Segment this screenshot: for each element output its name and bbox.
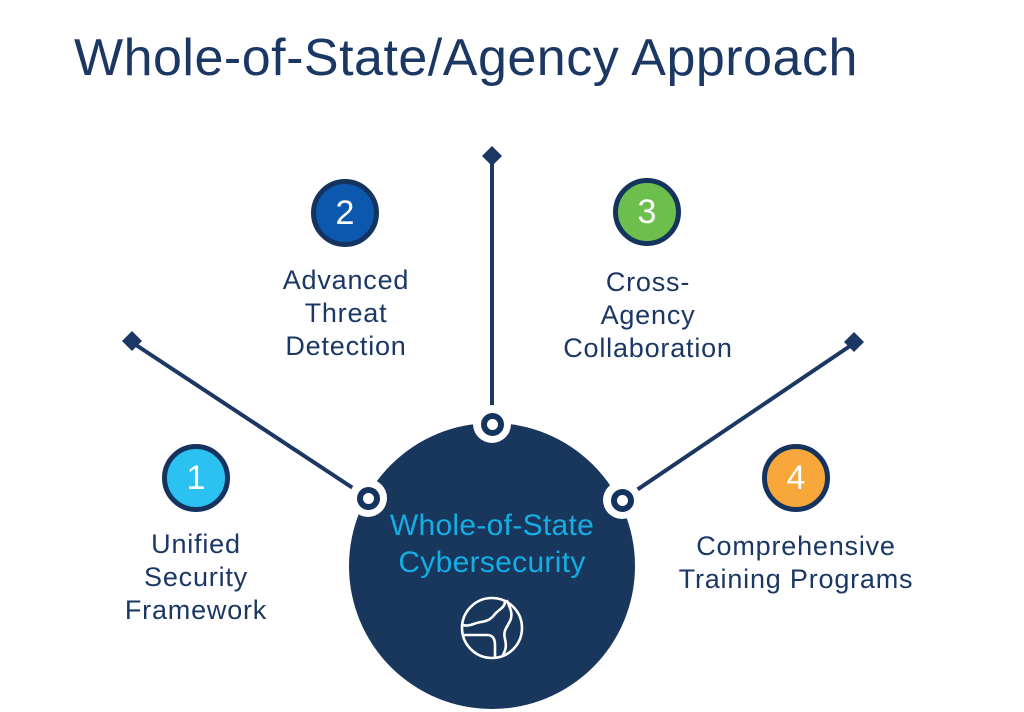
item-label-1: Unified Security Framework	[86, 528, 306, 627]
center-circle: Whole-of-State Cybersecurity	[349, 423, 635, 709]
item-label-2-line2: Threat	[304, 298, 388, 328]
item-label-2-line3: Detection	[285, 331, 407, 361]
item-label-2: Advanced Threat Detection	[246, 264, 446, 363]
item-label-3-line1: Cross-	[605, 267, 691, 297]
node-ring-left	[349, 479, 387, 517]
item-label-1-line3: Framework	[124, 595, 268, 625]
connector-line-right	[620, 344, 852, 502]
center-label: Whole-of-State Cybersecurity	[390, 507, 594, 581]
item-label-2-line1: Advanced	[282, 265, 410, 295]
item-circle-1: 1	[162, 444, 230, 512]
center-label-line1: Whole-of-State	[389, 509, 595, 542]
diagram-title: Whole-of-State/Agency Approach	[74, 29, 858, 87]
item-label-3-line3: Collaboration	[563, 333, 733, 363]
arrow-diamond-top	[482, 146, 502, 166]
item-number-1: 1	[186, 458, 206, 497]
item-label-1-line1: Unified	[151, 529, 241, 559]
node-ring-right-inner	[610, 488, 634, 512]
item-number-3: 3	[637, 192, 657, 231]
arrow-diamond-left	[122, 331, 142, 351]
item-label-3-line2: Agency	[600, 300, 696, 330]
item-label-4-line2: Training Programs	[678, 564, 914, 594]
connector-line-left	[134, 343, 370, 500]
item-circle-2: 2	[311, 179, 379, 247]
node-ring-top-inner	[480, 412, 504, 436]
item-number-2: 2	[335, 193, 355, 232]
item-label-1-line2: Security	[144, 562, 248, 592]
arrow-diamond-right	[844, 332, 864, 352]
item-number-4: 4	[786, 458, 806, 497]
item-label-4: Comprehensive Training Programs	[655, 530, 937, 596]
globe-icon	[460, 596, 524, 660]
item-label-3: Cross- Agency Collaboration	[538, 266, 758, 365]
center-label-line2: Cybersecurity	[398, 546, 586, 579]
item-circle-3: 3	[613, 178, 681, 246]
node-ring-left-inner	[356, 486, 380, 510]
node-ring-right	[603, 481, 641, 519]
node-ring-top	[473, 405, 511, 443]
item-label-4-line1: Comprehensive	[696, 531, 896, 561]
item-circle-4: 4	[762, 444, 830, 512]
